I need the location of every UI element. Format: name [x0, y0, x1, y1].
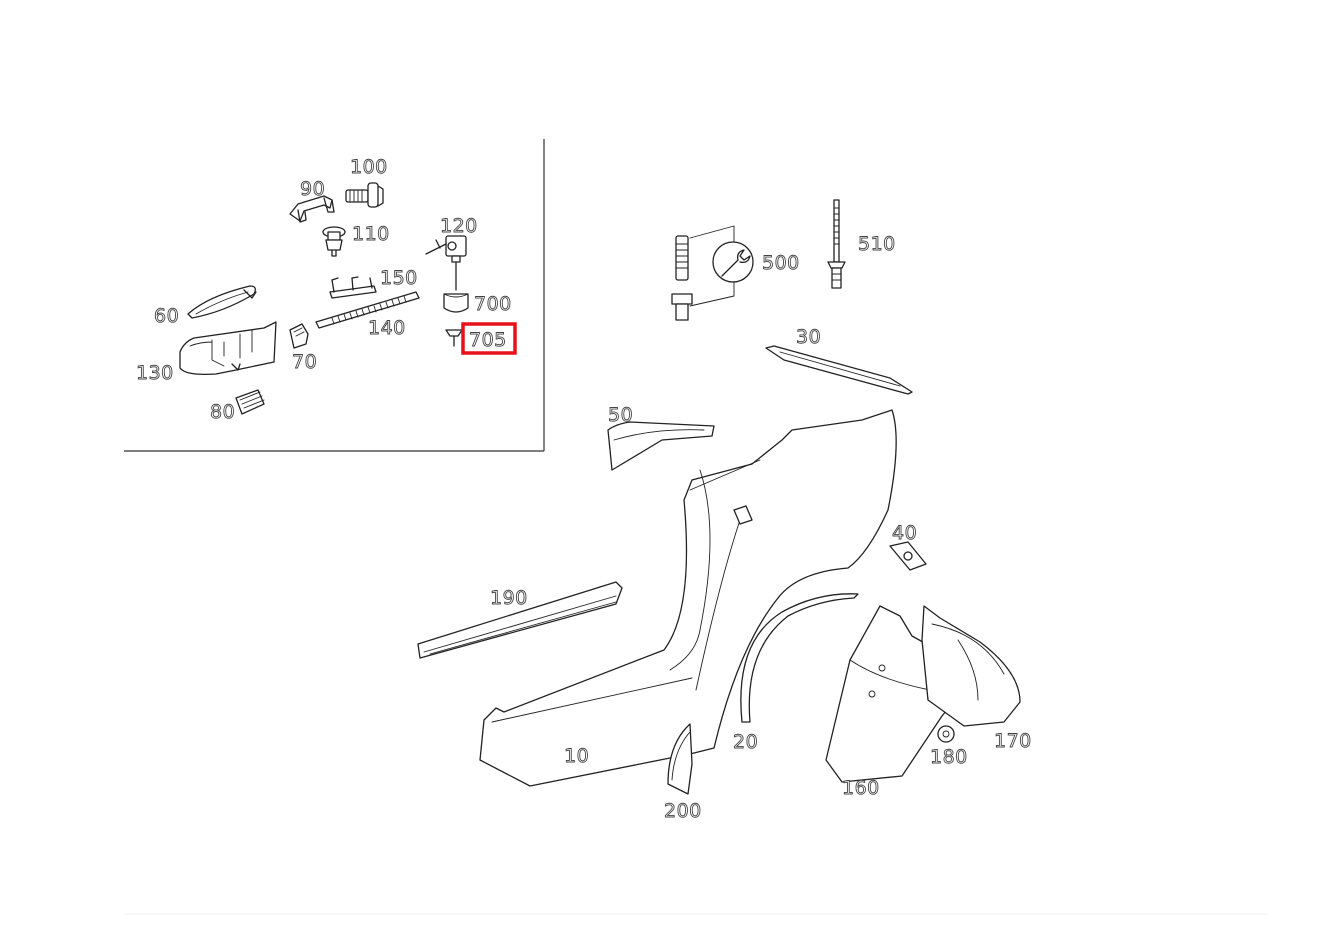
part-510-bolt[interactable]: [827, 199, 846, 289]
part-60-grip[interactable]: [187, 285, 257, 319]
part-100-bolt[interactable]: [345, 182, 384, 208]
part-110-screw[interactable]: [322, 226, 346, 257]
part-140-rod[interactable]: [315, 291, 420, 329]
callout-190[interactable]: 190: [490, 587, 528, 610]
callout-150[interactable]: 150: [380, 267, 418, 290]
part-40-nut-plate[interactable]: [889, 541, 927, 571]
callout-170[interactable]: 170: [994, 730, 1032, 753]
callout-labels: 100 90 110 120 150 700 60 140 705 130 70…: [136, 156, 1032, 823]
part-130-housing[interactable]: [179, 321, 277, 376]
part-50-panel[interactable]: [607, 421, 715, 471]
highlight-box-705: [461, 322, 517, 355]
part-170-wheel-liner[interactable]: [921, 605, 1021, 727]
part-700-cap[interactable]: [443, 293, 469, 313]
callout-140[interactable]: 140: [368, 317, 406, 340]
part-190-trim[interactable]: [417, 581, 623, 659]
part-180-grommet[interactable]: [937, 725, 955, 743]
callout-50[interactable]: 50: [608, 404, 634, 427]
callout-700[interactable]: 700: [474, 293, 512, 316]
callout-200[interactable]: 200: [664, 800, 702, 823]
part-500-fastener-kit[interactable]: [671, 225, 754, 321]
callout-160[interactable]: 160: [842, 777, 880, 800]
part-10-quarter-panel[interactable]: [479, 409, 897, 787]
callout-20[interactable]: 20: [733, 731, 759, 754]
callout-90[interactable]: 90: [300, 178, 326, 201]
part-705-pin[interactable]: [445, 329, 463, 347]
part-30-strip[interactable]: [765, 345, 913, 395]
callout-40[interactable]: 40: [892, 522, 918, 545]
part-80-block[interactable]: [235, 389, 265, 415]
callout-500[interactable]: 500: [762, 252, 800, 275]
part-150-clip[interactable]: [329, 276, 377, 299]
callout-510[interactable]: 510: [858, 233, 896, 256]
part-20-arch-trim[interactable]: [740, 593, 859, 723]
callout-30[interactable]: 30: [796, 326, 822, 349]
callout-120[interactable]: 120: [440, 215, 478, 238]
inset-frame: [124, 139, 545, 452]
part-90-bracket[interactable]: [289, 195, 335, 223]
callout-110[interactable]: 110: [352, 223, 390, 246]
callout-10[interactable]: 10: [564, 745, 590, 768]
callout-180[interactable]: 180: [930, 746, 968, 769]
callout-705[interactable]: 705: [469, 329, 507, 352]
callout-100[interactable]: 100: [350, 156, 388, 179]
part-70-clip[interactable]: [289, 323, 309, 349]
callout-70[interactable]: 70: [292, 351, 318, 374]
part-200-bracket[interactable]: [667, 723, 693, 795]
callout-60[interactable]: 60: [154, 305, 180, 328]
callout-80[interactable]: 80: [210, 401, 236, 424]
callout-130[interactable]: 130: [136, 362, 174, 385]
part-120-switch[interactable]: [425, 235, 467, 291]
